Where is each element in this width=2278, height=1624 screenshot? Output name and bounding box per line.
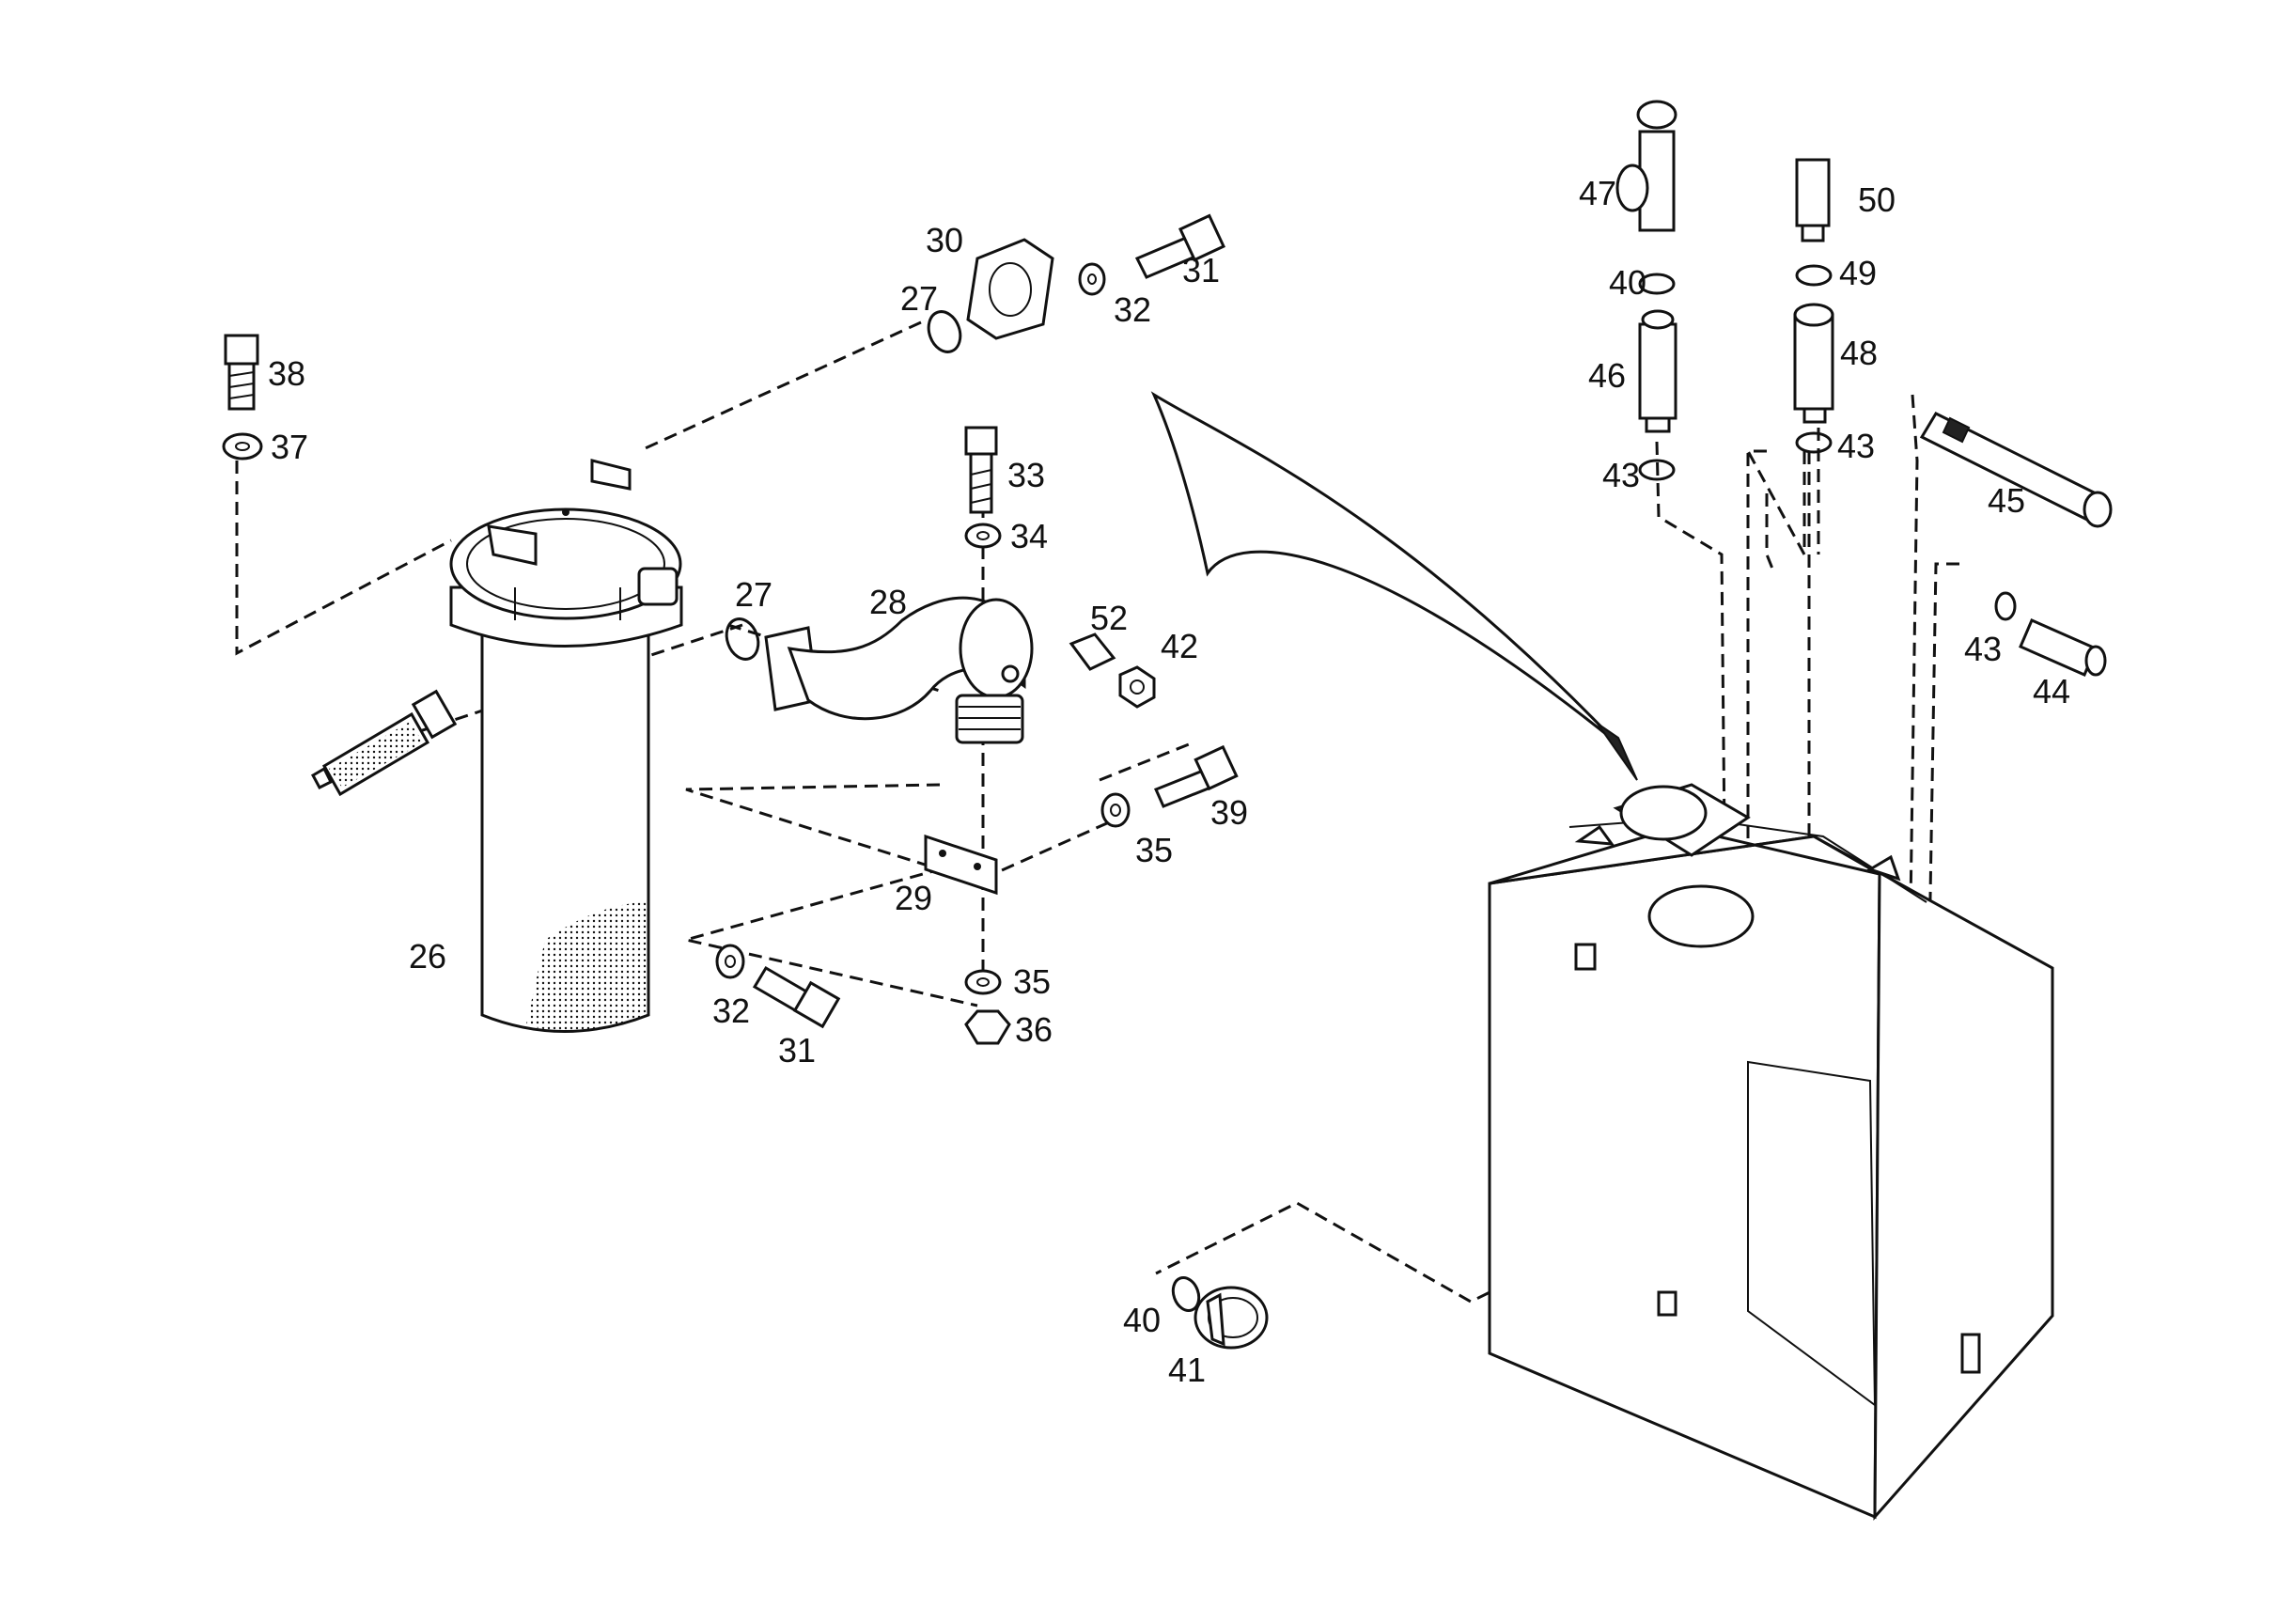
label-35-bottom: 35	[1013, 962, 1051, 1001]
elbow-pipe-28	[764, 596, 1034, 744]
label-42: 42	[1161, 627, 1198, 665]
bolt-31-top	[1134, 213, 1226, 279]
fitting-48	[1793, 303, 1834, 424]
label-38: 38	[268, 354, 305, 393]
flange-30	[966, 238, 1054, 340]
label-50: 50	[1858, 180, 1896, 219]
fitting-46	[1638, 309, 1677, 433]
label-40-bottom: 40	[1123, 1301, 1161, 1339]
washers	[222, 262, 1131, 995]
label-27-top: 27	[900, 279, 938, 318]
label-31-bottom: 31	[778, 1031, 816, 1070]
label-39: 39	[1210, 793, 1248, 832]
label-43-far: 43	[1964, 630, 2002, 668]
label-45: 45	[1988, 481, 2025, 520]
label-34: 34	[1010, 517, 1048, 555]
label-33: 33	[1007, 456, 1045, 494]
label-31-top: 31	[1182, 251, 1220, 289]
assembly-arrow	[1150, 391, 1638, 781]
bolt-38	[224, 334, 259, 411]
bolt-33	[964, 426, 998, 514]
nut-42	[1118, 665, 1156, 709]
label-40-top: 40	[1609, 263, 1646, 302]
part-labels: 26 27 27 28 29 30 31 31 32 32 33 34 35 3…	[268, 174, 2070, 1389]
valve-47	[1615, 100, 1677, 232]
filter-housing-26	[449, 459, 683, 1033]
sensor-45	[1919, 412, 2113, 528]
label-28: 28	[869, 583, 907, 621]
fitting-52	[1069, 632, 1116, 671]
sensor-44	[2019, 618, 2107, 677]
label-32-top: 32	[1114, 290, 1151, 329]
o-rings	[725, 264, 2017, 1312]
fitting-50	[1795, 158, 1831, 242]
label-44: 44	[2033, 672, 2070, 710]
label-26: 26	[409, 937, 446, 976]
label-47: 47	[1579, 174, 1616, 212]
label-46: 46	[1588, 356, 1626, 395]
label-43-left: 43	[1602, 456, 1640, 494]
bolt-39	[1153, 744, 1239, 808]
label-37: 37	[271, 428, 308, 466]
strainer-element	[310, 689, 458, 797]
label-32-bottom: 32	[712, 992, 750, 1030]
label-49: 49	[1839, 254, 1877, 292]
label-52: 52	[1090, 599, 1128, 637]
label-27-mid: 27	[735, 575, 772, 614]
label-35-right: 35	[1135, 831, 1173, 869]
hydraulic-tank	[1488, 783, 2054, 1521]
label-36: 36	[1015, 1010, 1053, 1049]
label-48: 48	[1840, 334, 1878, 372]
label-30: 30	[926, 221, 963, 259]
bolt-31-bottom	[752, 965, 841, 1029]
nut-36	[964, 1009, 1011, 1045]
plug-41	[1194, 1286, 1269, 1350]
label-29: 29	[895, 879, 932, 917]
label-43-right: 43	[1837, 427, 1875, 465]
label-41: 41	[1168, 1351, 1206, 1389]
bracket-29	[924, 834, 998, 896]
